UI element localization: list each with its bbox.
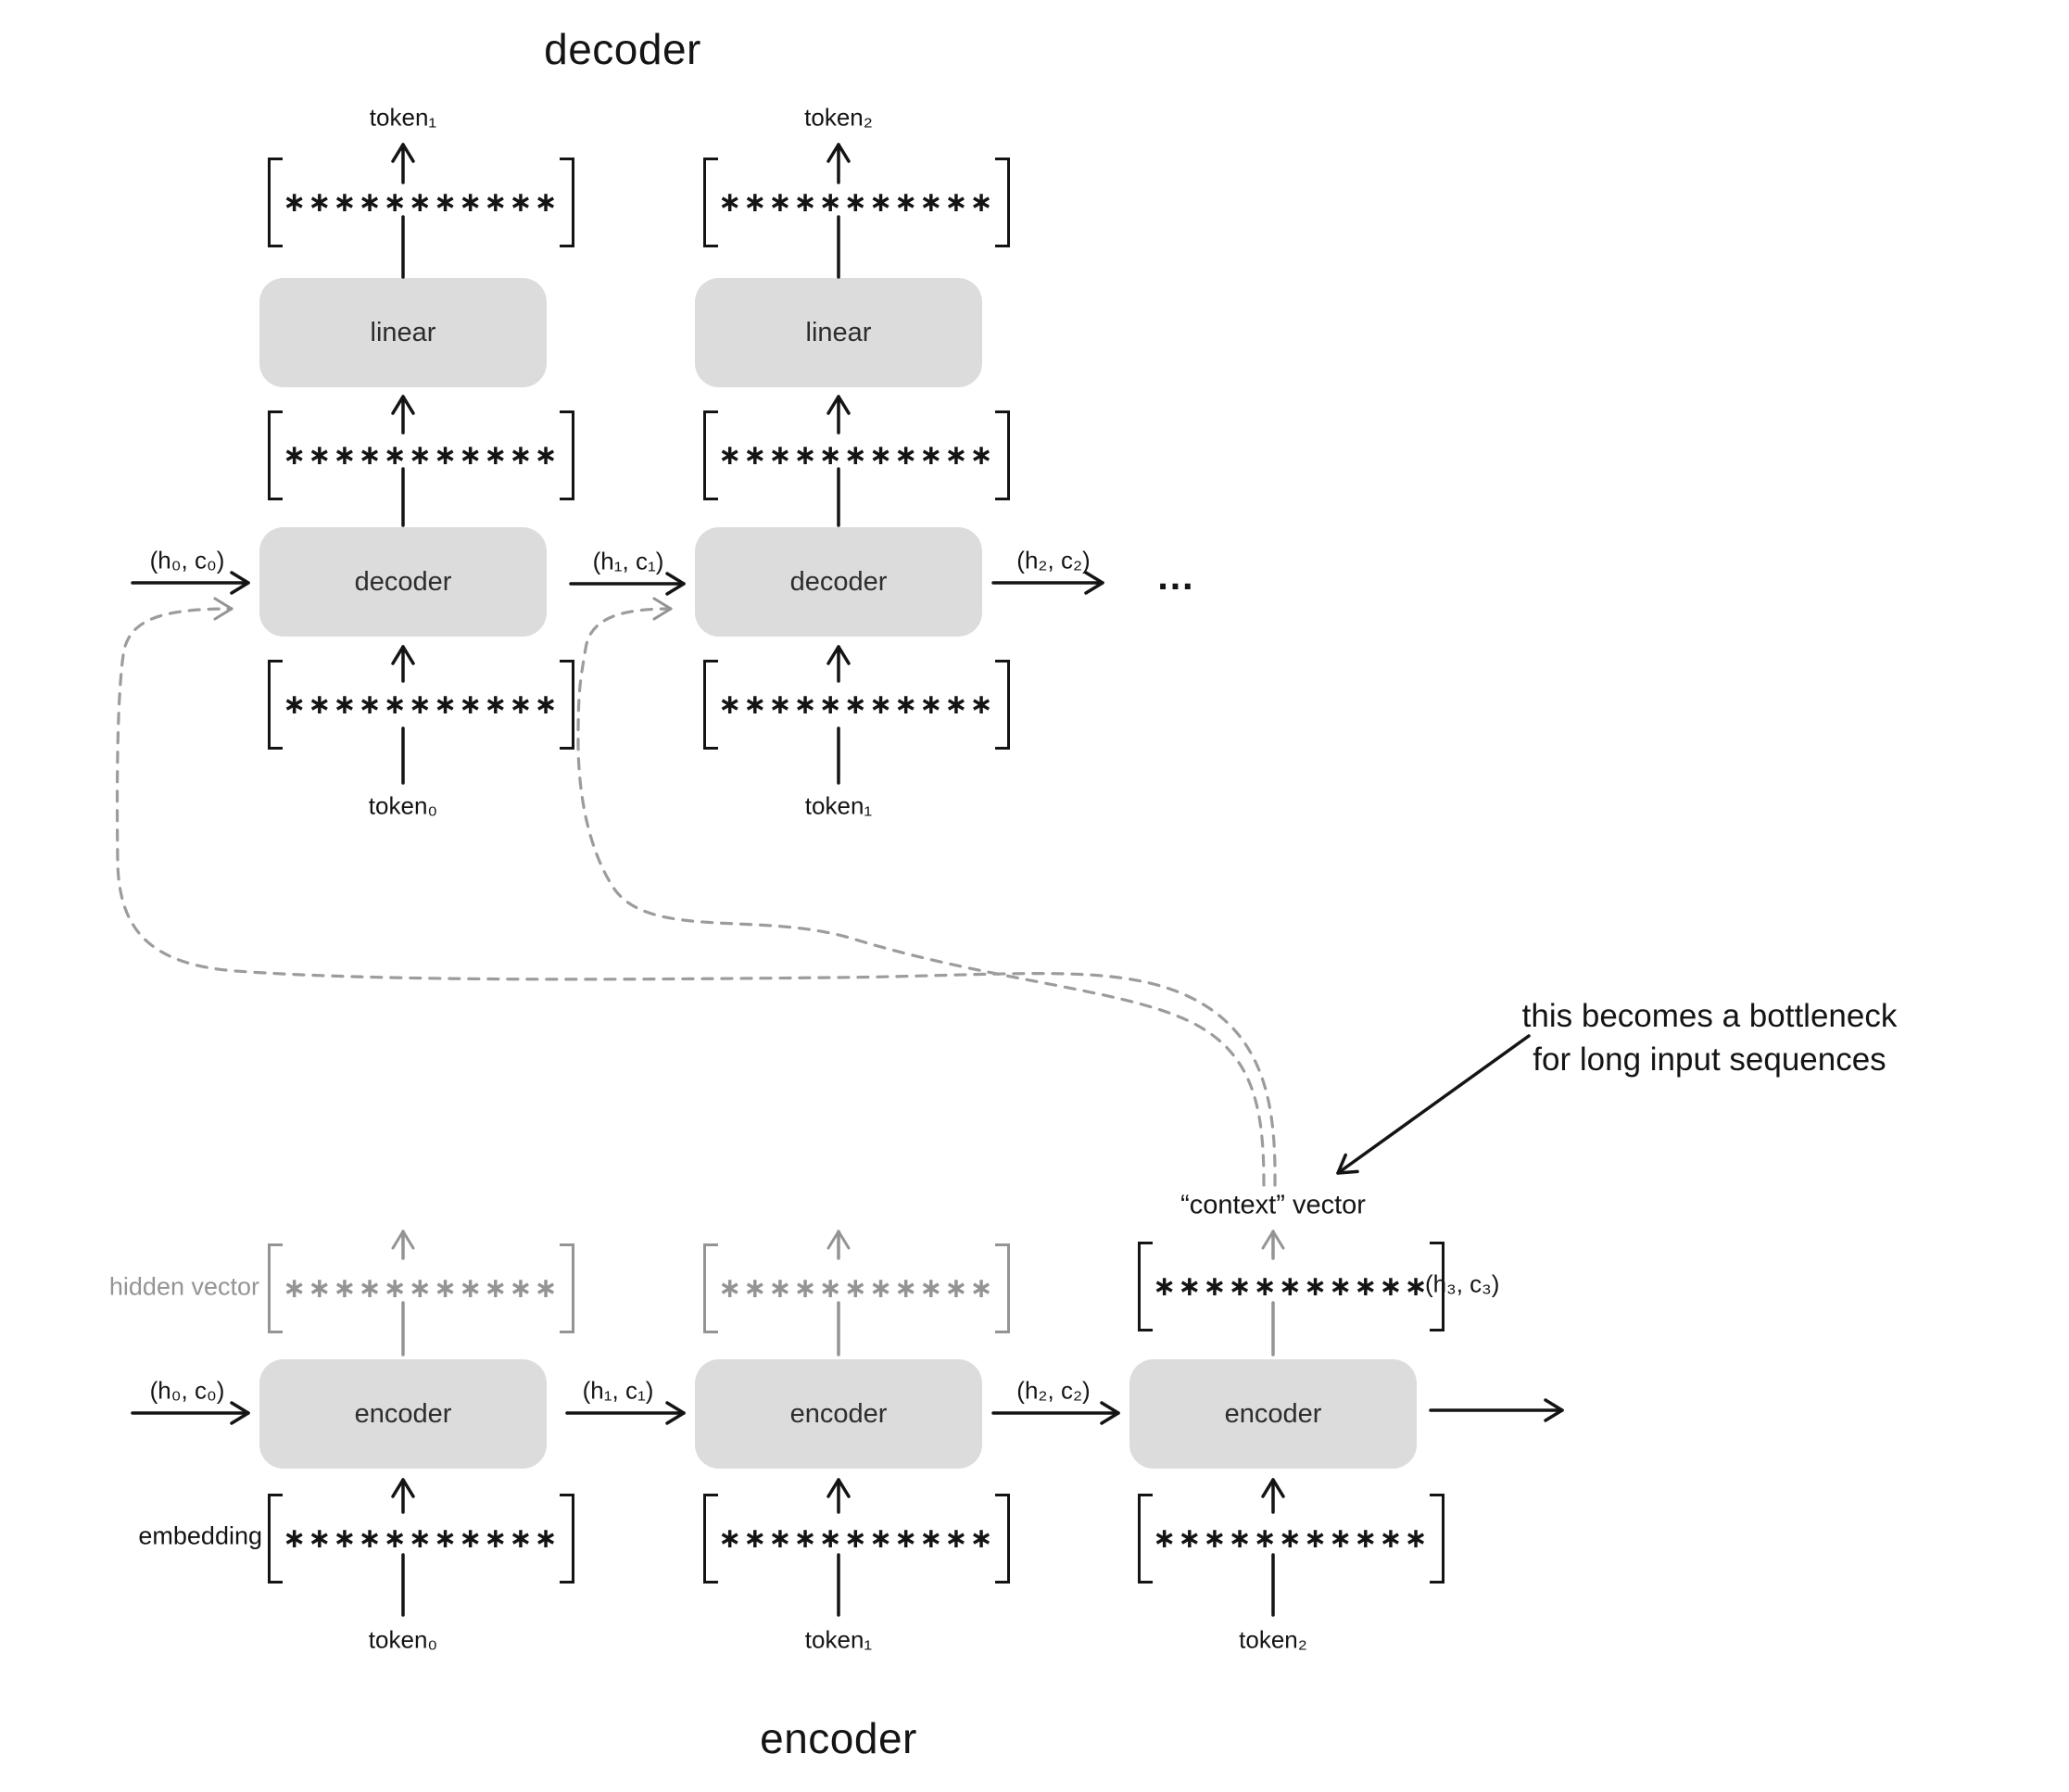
vector-cells: ∗∗∗∗∗∗∗∗∗∗∗: [1153, 1269, 1430, 1303]
vector-cells: ∗∗∗∗∗∗∗∗∗∗∗: [718, 438, 995, 472]
arrow-annotation-to-context: [1336, 1034, 1531, 1175]
bracket-right: [994, 158, 1010, 247]
decoder-section-title: decoder: [544, 25, 701, 73]
context-vector-label: “context” vector: [1180, 1190, 1366, 1220]
dec2-decoder-box: decoder: [695, 527, 982, 637]
dec2-hidden-vector: ∗∗∗∗∗∗∗∗∗∗∗: [703, 410, 1010, 500]
dec2-output-vector: ∗∗∗∗∗∗∗∗∗∗∗: [703, 158, 1010, 247]
bottleneck-annotation: this becomes a bottleneck for long input…: [1522, 994, 1898, 1082]
dec-state-out-label: (h₂, c₂): [1016, 546, 1091, 574]
bracket-right: [994, 660, 1010, 750]
bracket-right: [994, 1494, 1010, 1584]
bracket-right: [559, 410, 574, 500]
dec1-output-vector: ∗∗∗∗∗∗∗∗∗∗∗: [268, 158, 574, 247]
bottleneck-annotation-line2: for long input sequences: [1533, 1041, 1886, 1078]
vector-cells: ∗∗∗∗∗∗∗∗∗∗∗: [283, 185, 560, 219]
bracket-left: [1138, 1242, 1153, 1331]
enc3-encoder-box-label: encoder: [1224, 1398, 1322, 1429]
bracket-left: [703, 410, 718, 500]
bracket-left: [268, 158, 283, 247]
enc3-state-out-label: (h₃, c₃): [1425, 1269, 1500, 1298]
vector-cells: ∗∗∗∗∗∗∗∗∗∗∗: [1153, 1521, 1430, 1555]
bracket-right: [559, 1494, 574, 1584]
enc2-embedding-vector: ∗∗∗∗∗∗∗∗∗∗∗: [703, 1494, 1010, 1584]
vector-cells: ∗∗∗∗∗∗∗∗∗∗∗: [283, 1271, 560, 1305]
enc1-token-label: token₀: [368, 1625, 438, 1654]
enc2-token-label: token₁: [804, 1625, 873, 1654]
bottleneck-annotation-line1: this becomes a bottleneck: [1521, 997, 1898, 1034]
bracket-left: [703, 660, 718, 750]
enc1-hidden-vector: ∗∗∗∗∗∗∗∗∗∗∗: [268, 1243, 574, 1333]
encoder-section-title: encoder: [760, 1714, 917, 1762]
dec2-output-token-label: token₂: [804, 103, 873, 132]
dec1-state-in-label: (h₀, c₀): [149, 546, 225, 574]
bracket-right: [1429, 1494, 1445, 1584]
bracket-right: [994, 410, 1010, 500]
dec2-input-vector: ∗∗∗∗∗∗∗∗∗∗∗: [703, 660, 1010, 750]
dec2-linear-box: linear: [695, 278, 982, 387]
bracket-left: [268, 1494, 283, 1584]
dec1-input-vector: ∗∗∗∗∗∗∗∗∗∗∗: [268, 660, 574, 750]
bracket-left: [703, 1243, 718, 1333]
vector-cells: ∗∗∗∗∗∗∗∗∗∗∗: [718, 1271, 995, 1305]
bracket-left: [268, 660, 283, 750]
dec2-linear-box-label: linear: [805, 317, 872, 347]
bracket-left: [703, 1494, 718, 1584]
vector-cells: ∗∗∗∗∗∗∗∗∗∗∗: [718, 1521, 995, 1555]
enc3-state-in-label: (h₂, c₂): [1016, 1376, 1091, 1405]
enc2-encoder-box-label: encoder: [789, 1398, 888, 1429]
enc1-embedding-vector: ∗∗∗∗∗∗∗∗∗∗∗: [268, 1494, 574, 1584]
dec1-decoder-box-label: decoder: [354, 566, 452, 597]
decoder-continuation-ellipsis: …: [1155, 554, 1198, 598]
vector-cells: ∗∗∗∗∗∗∗∗∗∗∗: [718, 688, 995, 721]
enc2-encoder-box: encoder: [695, 1359, 982, 1469]
dec1-decoder-box: decoder: [259, 527, 547, 637]
bracket-left: [268, 410, 283, 500]
vector-cells: ∗∗∗∗∗∗∗∗∗∗∗: [718, 185, 995, 219]
dec2-input-token-label: token₁: [804, 791, 873, 820]
bracket-right: [559, 1243, 574, 1333]
enc1-state-in-label: (h₀, c₀): [149, 1376, 225, 1405]
enc1-encoder-box: encoder: [259, 1359, 547, 1469]
bracket-left: [268, 1243, 283, 1333]
dec1-output-token-label: token₁: [369, 103, 437, 132]
dec1-linear-box-label: linear: [370, 317, 436, 347]
bracket-right: [559, 158, 574, 247]
enc3-encoder-box: encoder: [1129, 1359, 1417, 1469]
dec1-hidden-vector: ∗∗∗∗∗∗∗∗∗∗∗: [268, 410, 574, 500]
enc1-encoder-box-label: encoder: [354, 1398, 452, 1429]
vector-cells: ∗∗∗∗∗∗∗∗∗∗∗: [283, 688, 560, 721]
embedding-side-label: embedding: [138, 1521, 262, 1550]
vector-cells: ∗∗∗∗∗∗∗∗∗∗∗: [283, 1521, 560, 1555]
bracket-left: [703, 158, 718, 247]
dec2-state-in-label: (h₁, c₁): [592, 547, 664, 575]
bracket-right: [994, 1243, 1010, 1333]
hidden-vector-side-label: hidden vector: [108, 1272, 259, 1301]
dec2-decoder-box-label: decoder: [789, 566, 888, 597]
enc3-embedding-vector: ∗∗∗∗∗∗∗∗∗∗∗: [1138, 1494, 1445, 1584]
bracket-right: [1429, 1242, 1445, 1331]
dec1-linear-box: linear: [259, 278, 547, 387]
enc2-hidden-vector: ∗∗∗∗∗∗∗∗∗∗∗: [703, 1243, 1010, 1333]
bracket-left: [1138, 1494, 1153, 1584]
enc3-token-label: token₂: [1239, 1625, 1307, 1654]
bracket-right: [559, 660, 574, 750]
enc3-context-vector: ∗∗∗∗∗∗∗∗∗∗∗: [1138, 1242, 1445, 1331]
dec1-input-token-label: token₀: [368, 791, 438, 820]
vector-cells: ∗∗∗∗∗∗∗∗∗∗∗: [283, 438, 560, 472]
enc2-state-in-label: (h₁, c₁): [582, 1376, 654, 1405]
